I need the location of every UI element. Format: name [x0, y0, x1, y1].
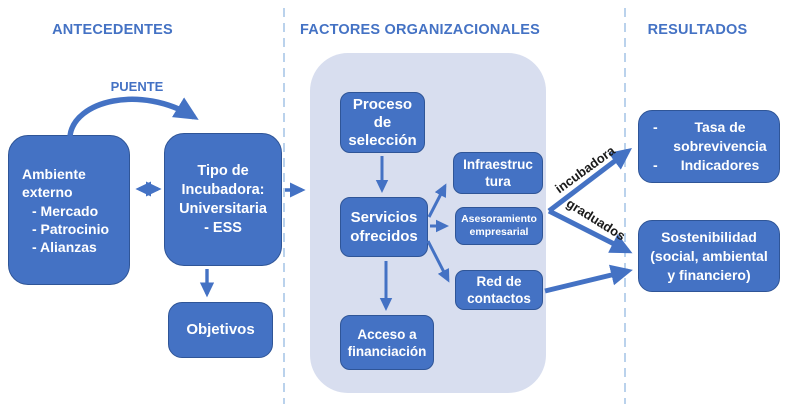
box-line: (social, ambiental [650, 247, 768, 264]
list-item: - Tasa de sobrevivencia [645, 118, 773, 156]
box-line: Universitaria [179, 200, 267, 217]
box-line: Infraestruc [463, 157, 533, 172]
section-title-factores: FACTORES ORGANIZACIONALES [300, 22, 540, 38]
box-line: Incubadora: [181, 181, 265, 198]
box-line: empresarial [469, 226, 529, 238]
box-line: Proceso [352, 95, 413, 113]
box-line: Acceso a [357, 326, 417, 342]
box-line: ofrecidos [350, 228, 418, 245]
red-sostenibilidad-arrow [544, 264, 633, 294]
box-tasa-sobrevivencia: - Tasa de sobrevivencia - Indicadores [638, 110, 780, 183]
box-sostenibilidad: Sostenibilidad (social, ambiental y fina… [638, 220, 780, 292]
box-line: Servicios [350, 209, 418, 226]
box-line: financiación [347, 343, 427, 359]
graduados-label: graduados [563, 195, 629, 244]
box-ambiente-externo: Ambiente externo - Mercado - Patrocinio … [8, 135, 130, 285]
box-asesoramiento-empresarial: Asesoramiento empresarial [455, 207, 543, 245]
box-line: tura [485, 174, 511, 189]
box-red-de-contactos: Red de contactos [455, 270, 543, 310]
box-line: Asesoramiento [461, 213, 537, 225]
box-infraestructura: Infraestruc tura [453, 152, 543, 194]
box-objetivos: Objetivos [168, 302, 273, 358]
puente-label: PUENTE [110, 79, 164, 94]
box-proceso-seleccion: Proceso de selección [340, 92, 425, 153]
box-servicios-ofrecidos: Servicios ofrecidos [340, 197, 428, 257]
list-item: - Indicadores [645, 156, 773, 175]
box-line: de [373, 113, 392, 131]
bullet: - [653, 119, 658, 135]
box-line: Red de [476, 274, 522, 289]
section-title-resultados: RESULTADOS [647, 22, 748, 38]
incubadora-label: incubadora [552, 142, 618, 197]
box-line: contactos [467, 291, 531, 306]
box-tipo-incubadora: Tipo de Incubadora: Universitaria - ESS [164, 133, 282, 266]
puente-arrow [67, 96, 199, 137]
section-title-antecedentes: ANTECEDENTES [52, 22, 173, 38]
bullet: - [653, 157, 658, 173]
box-line: Tipo de [197, 162, 249, 179]
box-line: selección [348, 131, 417, 149]
box-acceso-financiacion: Acceso a financiación [340, 315, 434, 370]
box-title: Ambiente externo [22, 165, 86, 200]
box-line: Sostenibilidad [661, 228, 757, 245]
list-item: - Patrocinio [32, 220, 110, 237]
list-item: - Alianzas [32, 238, 97, 255]
box-line: Objetivos [186, 321, 255, 338]
list-item: - Mercado [32, 202, 99, 219]
box-line: y financiero) [667, 266, 751, 283]
box-line: - ESS [204, 219, 242, 236]
